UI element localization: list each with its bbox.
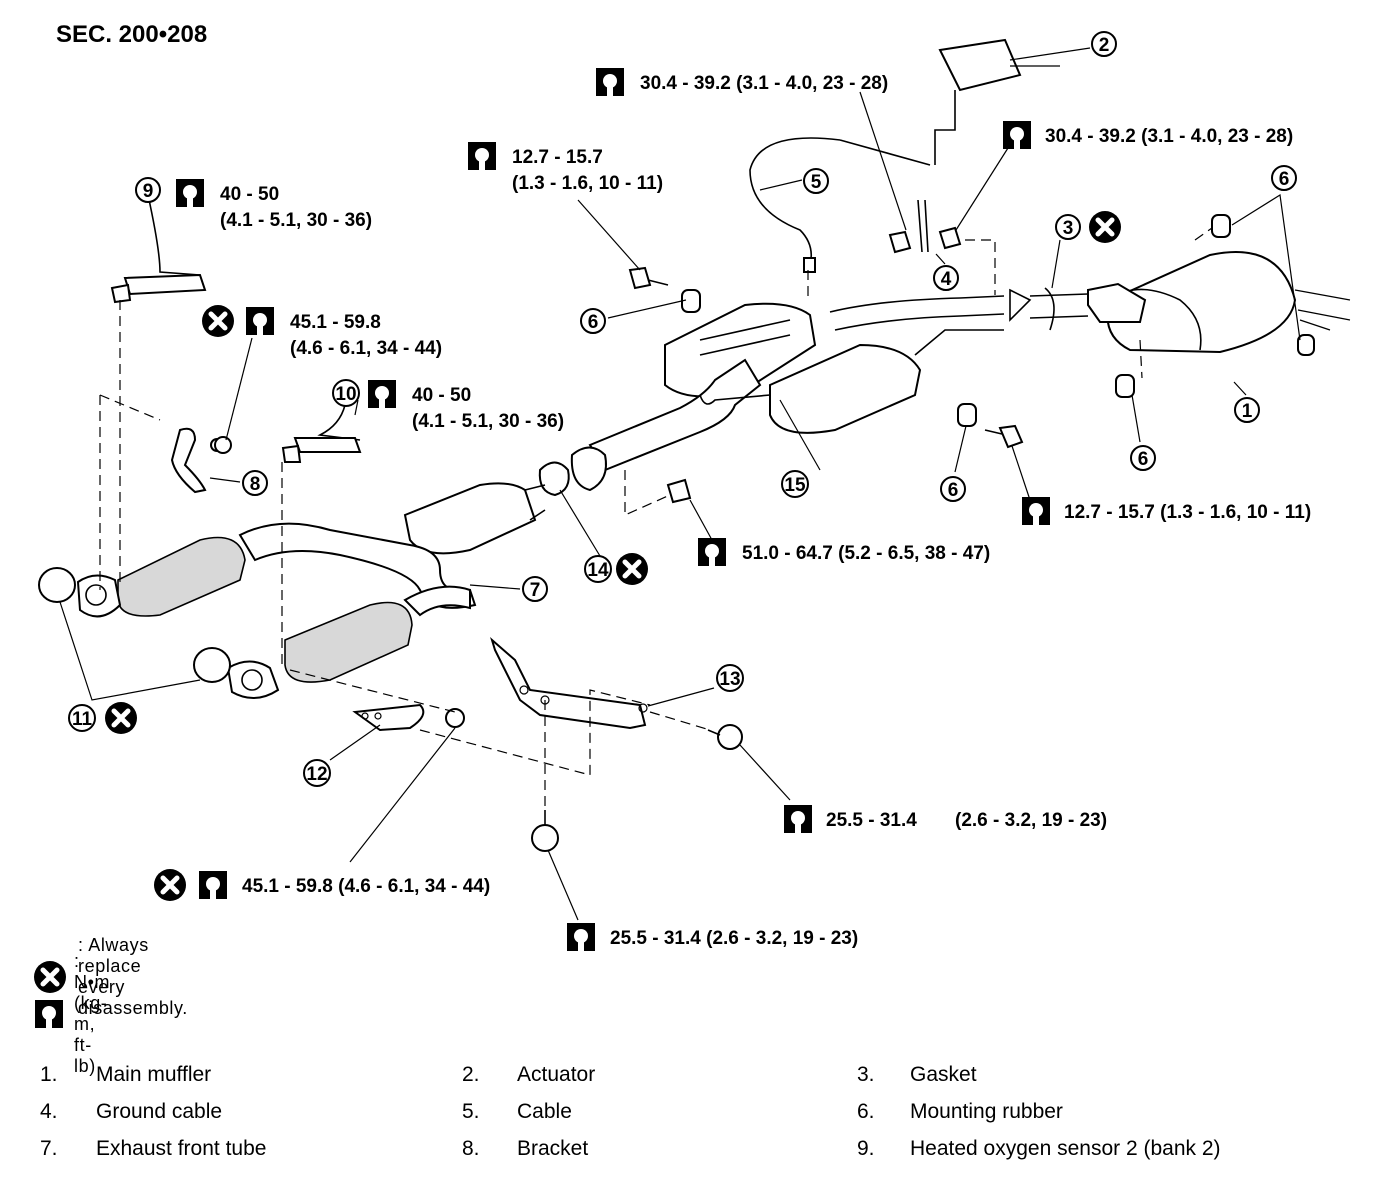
replace-icon: [616, 553, 648, 585]
sub-muffler-drawing: [664, 302, 922, 434]
svg-text:3: 3: [1063, 218, 1074, 239]
legend-torque-unit-text: : N•m (kg-m, ft-lb): [74, 951, 111, 1076]
torque-specs: 30.4 - 39.2 (3.1 - 4.0, 23 - 28) 30.4 - …: [105, 68, 1311, 951]
legend-replace-text: : Always replace every disassembly.: [78, 935, 188, 1018]
section-title: SEC. 200•208: [56, 21, 207, 48]
callout-15: 15: [781, 470, 809, 498]
torque-icon: [596, 68, 624, 96]
replace-icon: [34, 961, 66, 993]
torque-spec-actuator: 30.4 - 39.2 (3.1 - 4.0, 23 - 28): [640, 73, 888, 94]
torque-spec-sensor-10: 40 - 50: [412, 385, 471, 406]
torque-icon: [368, 380, 396, 408]
torque-icon: [468, 142, 496, 170]
svg-text:6: 6: [588, 312, 599, 333]
svg-text:8: 8: [250, 474, 261, 495]
callout-6-a: 6: [580, 308, 606, 334]
callout-6-d: 6: [940, 476, 966, 502]
svg-text:15: 15: [784, 475, 806, 496]
callout-13: 13: [716, 664, 744, 692]
torque-spec-bracket-12: 45.1 - 59.8 (4.6 - 6.1, 34 - 44): [242, 876, 490, 897]
torque-icon: [784, 805, 812, 833]
exhaust-parts-drawing: [38, 38, 1351, 852]
torque-spec-lower-bolt: 25.5 - 31.4 (2.6 - 3.2, 19 - 23): [610, 928, 858, 949]
callout-2: 2: [1091, 31, 1117, 57]
torque-spec-rear-bolt: 12.7 - 15.7 (1.3 - 1.6, 10 - 11): [1064, 502, 1311, 523]
replace-icon: [154, 869, 186, 901]
callout-11: 11: [68, 704, 96, 732]
torque-icon: [1022, 497, 1050, 525]
callout-6-b: 6: [1271, 165, 1297, 191]
torque-spec-sensor-9-sub: (4.1 - 5.1, 30 - 36): [220, 210, 372, 231]
svg-text:12: 12: [306, 764, 327, 785]
legend-torque-unit: : N•m (kg-m, ft-lb): [64, 951, 110, 1076]
torque-spec-bracket-8: 45.1 - 59.8: [290, 312, 381, 333]
leader-lines: [59, 47, 1301, 921]
torque-spec-bracket-13-sub: (2.6 - 3.2, 19 - 23): [955, 810, 1107, 831]
callout-6-c: 6: [1130, 445, 1156, 471]
callout-12: 12: [303, 759, 331, 787]
callout-8: 8: [242, 470, 268, 496]
svg-text:2: 2: [1099, 35, 1110, 56]
callout-4: 4: [933, 265, 959, 291]
torque-icon: [35, 1000, 63, 1028]
svg-text:4: 4: [941, 269, 952, 290]
svg-text:10: 10: [335, 384, 356, 405]
callout-3: 3: [1055, 214, 1081, 240]
callout-5: 5: [803, 168, 829, 194]
torque-icon: [199, 871, 227, 899]
torque-spec-rubber-bolt-sub: (1.3 - 1.6, 10 - 11): [512, 173, 663, 194]
torque-spec-bracket-8-sub: (4.6 - 6.1, 34 - 44): [290, 338, 442, 359]
torque-icon: [176, 179, 204, 207]
torque-spec-bracket-13: 25.5 - 31.4: [826, 810, 917, 831]
callouts: 1 2 3 4 5 6 6 6 6 7 8 9 10 11 12 13 14 1…: [68, 31, 1297, 787]
svg-text:6: 6: [1279, 169, 1290, 190]
svg-text:11: 11: [72, 709, 93, 730]
callout-7: 7: [522, 576, 548, 602]
torque-spec-sensor-10-sub: (4.1 - 5.1, 30 - 36): [412, 411, 564, 432]
svg-text:6: 6: [1138, 449, 1149, 470]
svg-text:9: 9: [143, 181, 154, 202]
callout-1: 1: [1234, 397, 1260, 423]
replace-icon: [1089, 211, 1121, 243]
torque-icon: [246, 307, 274, 335]
callout-14: 14: [584, 555, 612, 583]
svg-text:1: 1: [1242, 401, 1253, 422]
catalytic-converter-drawing: [117, 536, 413, 683]
svg-text:14: 14: [587, 560, 609, 581]
replace-icon: [202, 305, 234, 337]
legend-replace: : Always replace every disassembly.: [68, 935, 188, 1018]
main-muffler-drawing: [1087, 251, 1351, 354]
torque-icon: [567, 923, 595, 951]
replace-icon: [105, 702, 137, 734]
svg-text:13: 13: [719, 669, 740, 690]
svg-text:6: 6: [948, 480, 959, 501]
torque-spec-flange-nut: 51.0 - 64.7 (5.2 - 6.5, 38 - 47): [742, 543, 990, 564]
callout-10: 10: [332, 379, 360, 407]
torque-icon: [1003, 121, 1031, 149]
torque-spec-sensor-9: 40 - 50: [220, 184, 279, 205]
torque-spec-ground-cable: 30.4 - 39.2 (3.1 - 4.0, 23 - 28): [1045, 126, 1293, 147]
torque-spec-rubber-bolt: 12.7 - 15.7: [512, 147, 603, 168]
callout-9: 9: [135, 177, 161, 203]
torque-icon: [698, 538, 726, 566]
svg-text:5: 5: [811, 172, 822, 193]
svg-text:7: 7: [530, 580, 541, 601]
